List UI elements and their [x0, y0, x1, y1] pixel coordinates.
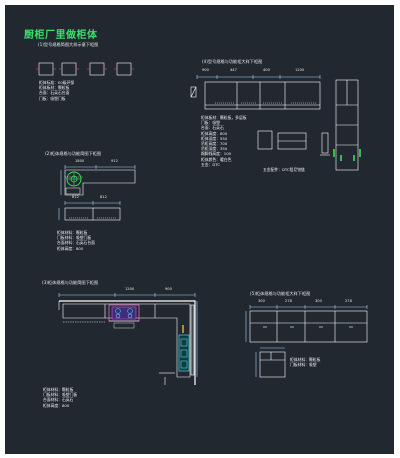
note-line: 柜体标准：E0级环保: [39, 80, 75, 85]
note-line: 柜体材料：颗粒板: [43, 387, 74, 392]
plan-box-4: [116, 62, 132, 76]
dim-mlb-2: 812: [100, 195, 107, 199]
appliance-column: [178, 325, 190, 372]
note-line: 柜体深度：550: [201, 135, 228, 141]
note-line: 台面：石英石: [201, 125, 224, 131]
note-line: 柜体材料：颗粒板: [57, 230, 88, 235]
dim-tr-4: 1200: [295, 68, 305, 72]
notes-mid-left: 柜体材料：颗粒板 门板材料：吸塑门板 台面材料：石英石台面 柜体高度：800: [57, 230, 95, 251]
dim-ml-2: 912: [111, 159, 118, 163]
single-cabinet-br: [255, 347, 286, 378]
sink-block: [65, 187, 81, 195]
note-line: 门板材料：吸塑门板: [43, 392, 78, 398]
dim-br-2: 278: [285, 299, 292, 303]
dim-tr-3: 400: [263, 68, 270, 72]
dim-br-3: 300: [315, 299, 322, 303]
dim-br-1: 300: [258, 299, 265, 303]
dim-bl-1: 1200: [125, 287, 135, 291]
tall-cabinet-section: [335, 79, 359, 171]
plan-box-2: [61, 62, 77, 76]
note-top-right-inline: 五金配件：DTC阻尼铰链: [263, 167, 305, 172]
note-line: 柜体颜色：暖白色: [201, 156, 232, 162]
dim-tr-1: 900: [202, 68, 209, 72]
note-line: 门板：吸塑: [201, 120, 220, 126]
green-markers: [333, 149, 361, 161]
dim-bl-2: 900: [165, 287, 172, 291]
dim-mlb-1: 812: [72, 195, 79, 199]
cabinet-elevation-br: [245, 305, 368, 343]
drawing-title: 厨柜厂里做柜体: [24, 30, 98, 41]
note-line: 柜体材料：颗粒板: [290, 357, 321, 362]
plan-box-1: [38, 62, 54, 76]
caption-top-left: (1)型号规格简图大样示意下柜图: [38, 42, 99, 47]
note-line: 台面材料：石英石: [43, 397, 74, 403]
note-line: 踢脚线高度：100: [201, 151, 232, 157]
caption-bottom-right: (5)柜体规格与功能柜大样下柜图: [250, 291, 311, 296]
caption-top-right: (4)型号规格与功能柜大样下柜图: [202, 59, 263, 64]
note-line: 柜体板材：颗粒板，多层板: [201, 115, 247, 120]
cad-canvas: 厨柜厂里做柜体: [5, 5, 394, 454]
note-line: 门板材料：吸塑: [290, 362, 317, 368]
notes-top-right: 柜体板材：颗粒板，多层板 门板：吸塑 台面：石英石 柜体高度：800 柜体深度：…: [201, 115, 247, 167]
hob-symbol: [66, 171, 82, 187]
notes-bottom-left: 柜体材料：颗粒板 门板材料：吸塑门板 台面材料：石英石 柜体高度：800: [43, 387, 77, 408]
counter-plan: [60, 165, 136, 196]
dim-br-4: 278: [345, 299, 352, 303]
note-line: 五金：DTC: [201, 161, 221, 167]
plan-box-3: [89, 62, 105, 76]
note-line: 吊柜深度：350: [201, 146, 228, 152]
plan-box-group: [38, 62, 132, 76]
notes-bottom-right: 柜体材料：颗粒板 门板材料：吸塑: [290, 357, 320, 367]
base-cabinet-elevation-mid: [58, 201, 121, 221]
note-line: 柜体高度：800: [57, 245, 84, 251]
caption-mid-left: (2)柜体规格与功能简图下柜图: [45, 151, 102, 156]
note-line: 柜体高度：800: [43, 402, 70, 408]
dim-ml-1: 1800: [75, 159, 85, 163]
l-shaped-kitchen-plan: [58, 293, 198, 385]
top-right-details: [257, 130, 330, 156]
note-line: 门板：吸塑门板: [39, 95, 66, 101]
caption-bottom-left: (3)柜体规格与功能简图下柜图: [42, 280, 99, 285]
note-line: 柜体板材：颗粒板: [39, 85, 70, 91]
note-line: 台面：石英石台面: [39, 90, 70, 96]
cad-linework: [36, 62, 368, 385]
wall-cabinet-elevation: [190, 75, 321, 110]
note-line: 门板材料：吸塑门板: [57, 235, 92, 241]
dim-tr-2: 447: [230, 68, 237, 72]
notes-top-left: 柜体标准：E0级环保 柜体板材：颗粒板 台面：石英石台面 门板：吸塑门板: [39, 80, 74, 101]
note-line: 柜体高度：800: [201, 130, 228, 136]
note-line: 吊柜高度：700: [201, 141, 228, 147]
cooktop-hood-block: [108, 304, 140, 329]
note-line: 台面材料：石英石台面: [57, 240, 95, 246]
